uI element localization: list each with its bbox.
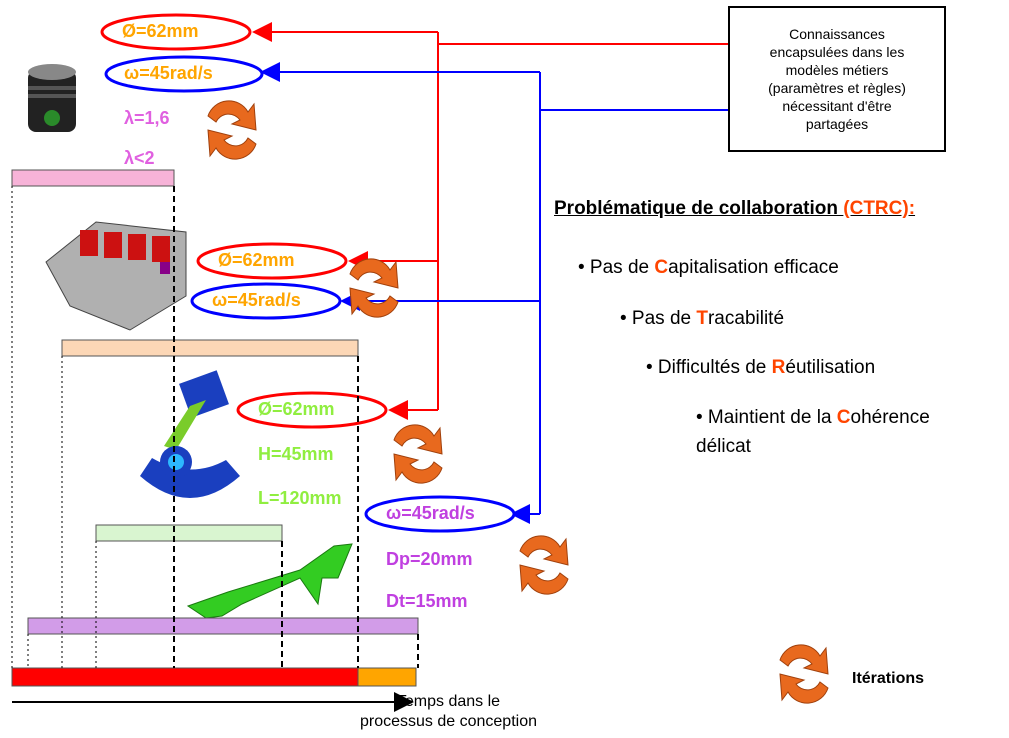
diameter-label-2: Ø=62mm (218, 250, 295, 270)
dp-label: Dp=20mm (386, 549, 473, 569)
lambda-label-2: λ<2 (124, 148, 155, 168)
iteration-icon (349, 258, 399, 318)
bullet-capitalisation: • Pas de Capitalisation efficace (578, 257, 839, 278)
dt-label: Dt=15mm (386, 591, 468, 611)
knowledge-box: Connaissances encapsulées dans les modèl… (728, 6, 946, 152)
diameter-label-1: Ø=62mm (122, 21, 199, 41)
height-label: H=45mm (258, 444, 334, 464)
red-link-lines (252, 22, 728, 420)
lever-part-image (186, 543, 353, 619)
parameter-ovals (100, 13, 516, 533)
bullet-coherence-line2: délicat (696, 436, 751, 457)
timeline-bars (11, 169, 419, 687)
bullet-reutilisation: • Difficultés de Réutilisation (646, 357, 876, 378)
diameter-label-3: Ø=62mm (258, 399, 335, 419)
time-axis-label: Temps dans le processus de conception (360, 693, 537, 730)
problem-title-accent: (CTRC): (843, 198, 916, 219)
blue-link-lines (260, 62, 728, 524)
bullet-tracabilite: • Pas de Tracabilité (620, 308, 785, 329)
bar-engine (61, 339, 359, 357)
bar-piston (11, 169, 175, 187)
omega-label-2: ω=45rad/s (212, 290, 301, 310)
problem-title-text: Problématique de collaboration (554, 198, 844, 219)
iteration-icon (519, 535, 569, 595)
piston-image (28, 64, 76, 132)
bullet-coherence: • Maintient de la Cohérence (696, 407, 930, 428)
bar-lever (27, 617, 419, 635)
guide-lines (11, 186, 419, 668)
iteration-legend-label: Itérations (852, 670, 925, 687)
bar-total-red (11, 667, 359, 687)
iteration-icon (207, 100, 257, 160)
problem-title: Problématique de collaboration (CTRC): (554, 198, 915, 220)
bar-total-orange (357, 667, 417, 687)
knowledge-box-text: Connaissances encapsulées dans les modèl… (768, 26, 906, 132)
bar-rod (95, 524, 283, 542)
lambda-label-1: λ=1,6 (124, 108, 170, 128)
omega-label-3: ω=45rad/s (386, 503, 475, 523)
iteration-legend-icon (779, 644, 829, 704)
length-label: L=120mm (258, 488, 342, 508)
omega-label-1: ω=45rad/s (124, 63, 213, 83)
engine-block-image (45, 221, 187, 331)
iteration-icon (393, 424, 443, 484)
connecting-rod-assembly-image (140, 370, 240, 498)
